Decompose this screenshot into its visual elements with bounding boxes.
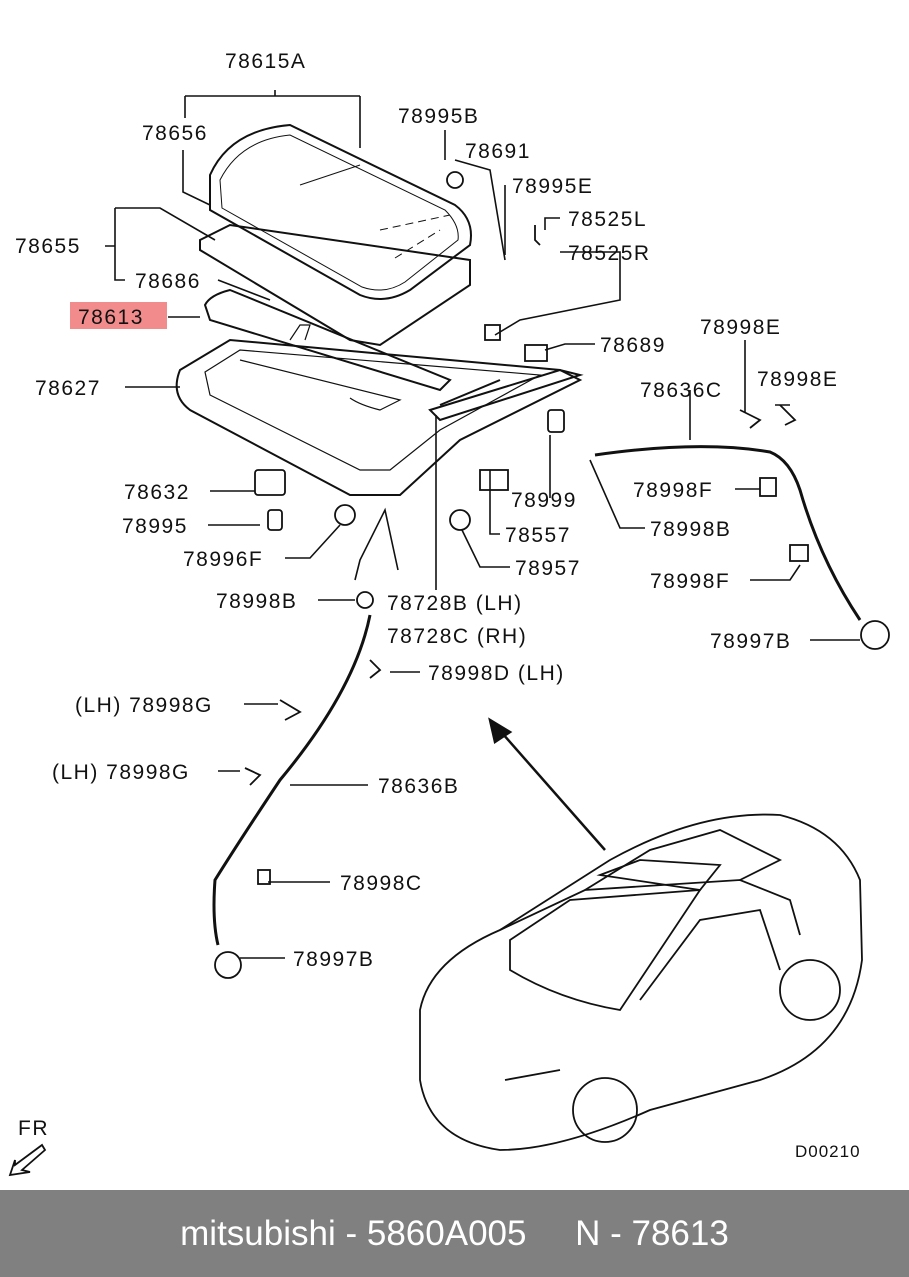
- label-78686: 78686: [135, 270, 201, 293]
- label-78999: 78999: [511, 489, 577, 512]
- label-78997B-2: 78997B: [293, 948, 374, 971]
- footer-separator: -: [335, 1213, 367, 1253]
- highlight-78613: [70, 302, 167, 329]
- label-78656: 78656: [142, 122, 208, 145]
- label-diagram-code: D00210: [795, 1142, 861, 1161]
- direction-arrow: [488, 717, 606, 851]
- drain-hoses: [212, 445, 862, 946]
- label-78995: 78995: [122, 515, 188, 538]
- label-78997B-1: 78997B: [710, 630, 791, 653]
- label-78632: 78632: [124, 481, 190, 504]
- part-labels: 78615A 78656 78995B 78691 78995E 78525L …: [15, 50, 861, 1161]
- car-illustration: [419, 813, 863, 1151]
- label-78998D: 78998D (LH): [428, 662, 565, 685]
- label-78615A: 78615A: [225, 50, 306, 73]
- label-78557: 78557: [505, 524, 571, 547]
- label-78689: 78689: [600, 334, 666, 357]
- drive-cable: [428, 368, 584, 422]
- label-78957: 78957: [515, 557, 581, 580]
- footer-n-label: N -: [575, 1213, 632, 1253]
- label-78525L: 78525L: [568, 208, 647, 231]
- footer-brand: mitsubishi: [180, 1213, 336, 1253]
- small-parts: [214, 171, 890, 979]
- label-78728C: 78728C (RH): [387, 625, 527, 648]
- label-78636C: 78636C: [640, 379, 723, 402]
- footer-part-number: 5860A005: [366, 1213, 527, 1253]
- label-78525R: 78525R: [568, 242, 651, 265]
- label-78995B: 78995B: [398, 105, 479, 128]
- sunroof-glass: [209, 123, 472, 300]
- sunroof-parts-diagram: 78615A 78656 78995B 78691 78995E 78525L …: [8, 50, 890, 1177]
- footer-n-value: 78613: [631, 1213, 729, 1253]
- label-78996F: 78996F: [183, 548, 263, 571]
- label-78655: 78655: [15, 235, 81, 258]
- label-fr: FR: [18, 1117, 49, 1140]
- label-78636B: 78636B: [378, 775, 459, 798]
- label-78998B-1: 78998B: [650, 518, 731, 541]
- label-78998E-1: 78998E: [700, 316, 781, 339]
- sunroof-frame: [175, 223, 583, 496]
- label-78998B-2: 78998B: [216, 590, 297, 613]
- label-78998F-2: 78998F: [650, 570, 730, 593]
- label-78691: 78691: [465, 140, 531, 163]
- label-78998C: 78998C: [340, 872, 423, 895]
- label-78613: 78613: [78, 306, 144, 329]
- label-78995E: 78995E: [512, 175, 593, 198]
- footer-gap: [526, 1214, 575, 1254]
- weatherstrip-78613: [203, 288, 452, 392]
- front-direction-icon: [8, 1143, 47, 1177]
- label-78627: 78627: [35, 377, 101, 400]
- label-78998E-2: 78998E: [757, 368, 838, 391]
- label-78728B: 78728B (LH): [387, 592, 523, 615]
- label-78998F-1: 78998F: [633, 479, 713, 502]
- label-78998G-2: (LH) 78998G: [52, 761, 190, 784]
- footer-bar: mitsubishi - 5860A005 N - 78613: [0, 1190, 909, 1277]
- label-78998G-1: (LH) 78998G: [75, 694, 213, 717]
